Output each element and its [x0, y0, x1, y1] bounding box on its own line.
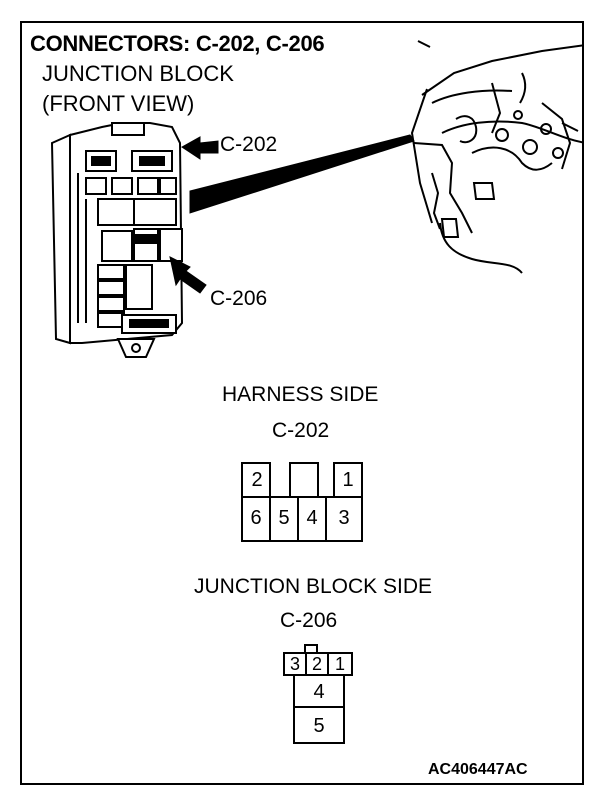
arrow-c206 — [169, 256, 207, 294]
harness-side-connector-id: C-202 — [272, 419, 330, 442]
callout-label-c202: C-202 — [220, 133, 278, 156]
component-name: JUNCTION BLOCK — [42, 61, 234, 86]
c206-pin-3: 3 — [289, 654, 300, 674]
c206-pin-1: 1 — [334, 654, 345, 674]
c206-pin-2: 2 — [311, 654, 322, 674]
harness-side-heading: HARNESS SIDE — [222, 383, 379, 406]
c202-pin-5: 5 — [278, 507, 290, 529]
c202-pin-1: 1 — [342, 469, 354, 491]
callout-label-c206: C-206 — [210, 287, 268, 310]
junction-side-connector-id: C-206 — [280, 609, 338, 632]
junction-block-illustration — [50, 122, 184, 358]
junction-side-heading: JUNCTION BLOCK SIDE — [194, 575, 433, 598]
c202-pin-4: 4 — [306, 507, 318, 529]
c202-pin-3: 3 — [338, 507, 350, 529]
reference-code: AC406447AC — [428, 761, 528, 778]
c206-pin-5: 5 — [313, 715, 325, 737]
page-title: CONNECTORS: C-202, C-206 — [30, 31, 325, 56]
arrow-c202 — [181, 136, 219, 160]
diagram-artwork — [50, 40, 582, 744]
location-pointer-beam — [189, 134, 415, 214]
harness-connector-c202-outline — [241, 462, 363, 542]
callout-arrows — [169, 134, 415, 294]
junction-connector-c206-outline — [283, 644, 353, 744]
diagram-frame: CONNECTORS: C-202, C-206 JUNCTION BLOCK … — [20, 21, 584, 785]
component-view: (FRONT VIEW) — [42, 91, 195, 116]
dashboard-harness-illustration — [410, 40, 582, 274]
c206-pin-4: 4 — [313, 681, 325, 703]
c202-pin-6: 6 — [250, 507, 262, 529]
c202-pin-2: 2 — [251, 469, 263, 491]
